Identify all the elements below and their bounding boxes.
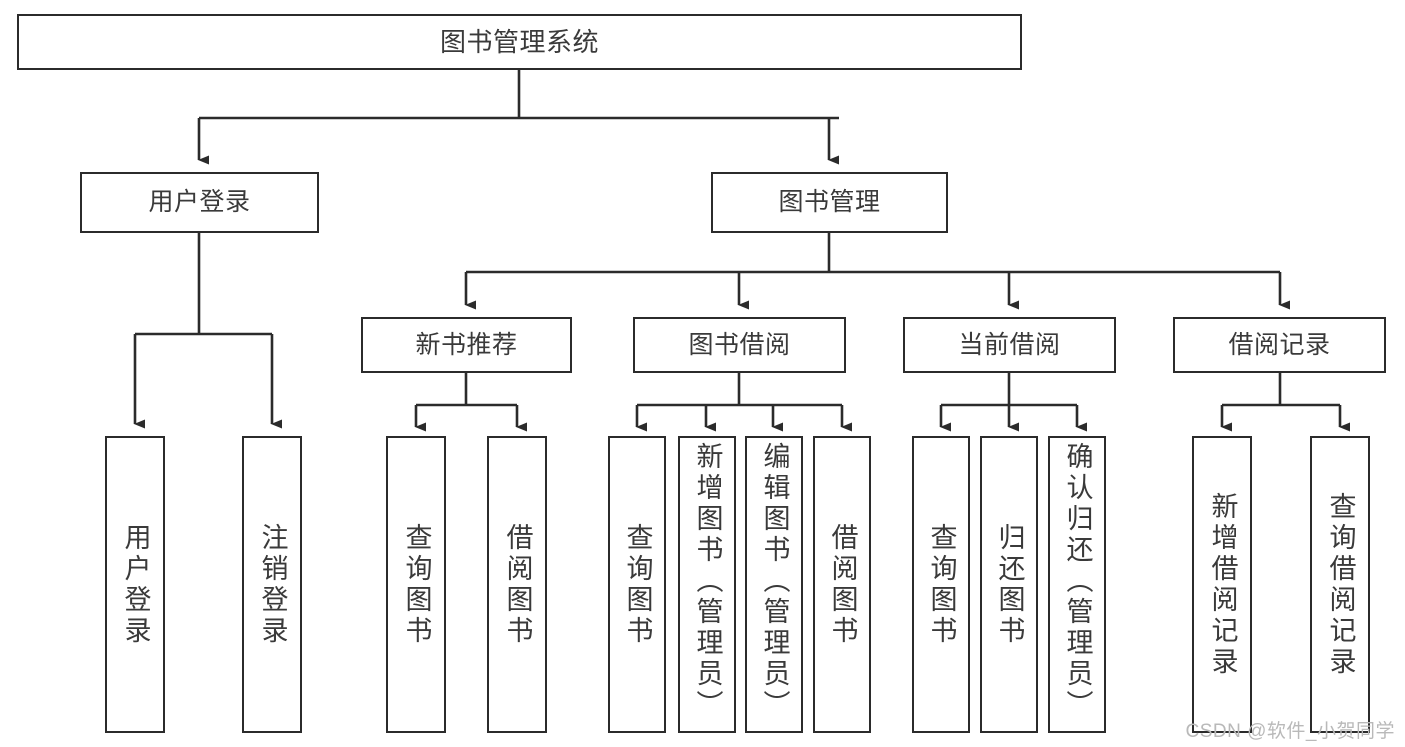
node-leaf-confirm-return-label: 确认归还（管理员） bbox=[1062, 442, 1093, 721]
node-leaf-add-record[interactable]: 新增借阅记录 bbox=[1192, 436, 1252, 733]
node-leaf-edit-book[interactable]: 编辑图书（管理员） bbox=[745, 436, 803, 733]
node-book-borrow-label: 图书借阅 bbox=[688, 330, 791, 359]
node-book-manage-label: 图书管理 bbox=[778, 188, 881, 216]
node-current-borrow-label: 当前借阅 bbox=[958, 330, 1061, 359]
node-book-manage[interactable]: 图书管理 bbox=[711, 172, 948, 233]
node-leaf-edit-book-label: 编辑图书（管理员） bbox=[759, 442, 790, 721]
node-leaf-query-book-3[interactable]: 查询图书 bbox=[912, 436, 970, 733]
node-root-label: 图书管理系统 bbox=[439, 26, 599, 57]
node-leaf-query-book-2-label: 查询图书 bbox=[622, 522, 653, 647]
node-leaf-add-book[interactable]: 新增图书（管理员） bbox=[678, 436, 736, 733]
node-leaf-query-book-2[interactable]: 查询图书 bbox=[608, 436, 666, 733]
node-leaf-borrow-book-1[interactable]: 借阅图书 bbox=[487, 436, 547, 733]
node-leaf-query-book-1-label: 查询图书 bbox=[401, 522, 432, 647]
node-leaf-user-logout[interactable]: 注销登录 bbox=[242, 436, 302, 733]
node-new-book-recommend[interactable]: 新书推荐 bbox=[361, 317, 572, 373]
node-leaf-return-book[interactable]: 归还图书 bbox=[980, 436, 1038, 733]
node-leaf-query-record-label: 查询借阅记录 bbox=[1325, 491, 1356, 678]
node-leaf-return-book-label: 归还图书 bbox=[994, 522, 1025, 647]
node-new-book-recommend-label: 新书推荐 bbox=[415, 330, 518, 359]
node-user-login[interactable]: 用户登录 bbox=[80, 172, 319, 233]
node-borrow-record[interactable]: 借阅记录 bbox=[1173, 317, 1386, 373]
node-leaf-borrow-book-2[interactable]: 借阅图书 bbox=[813, 436, 871, 733]
node-book-borrow[interactable]: 图书借阅 bbox=[633, 317, 846, 373]
node-leaf-user-login[interactable]: 用户登录 bbox=[105, 436, 165, 733]
node-leaf-add-book-label: 新增图书（管理员） bbox=[692, 442, 723, 721]
node-leaf-query-book-1[interactable]: 查询图书 bbox=[386, 436, 446, 733]
watermark-text: CSDN @软件_小贺同学 bbox=[1185, 721, 1395, 742]
node-root[interactable]: 图书管理系统 bbox=[17, 14, 1022, 70]
node-leaf-borrow-book-2-label: 借阅图书 bbox=[827, 522, 858, 647]
node-user-login-label: 用户登录 bbox=[148, 188, 251, 216]
node-borrow-record-label: 借阅记录 bbox=[1228, 330, 1331, 359]
node-leaf-add-record-label: 新增借阅记录 bbox=[1207, 491, 1238, 678]
node-leaf-borrow-book-1-label: 借阅图书 bbox=[502, 522, 533, 647]
node-leaf-query-book-3-label: 查询图书 bbox=[926, 522, 957, 647]
node-leaf-query-record[interactable]: 查询借阅记录 bbox=[1310, 436, 1370, 733]
node-leaf-confirm-return[interactable]: 确认归还（管理员） bbox=[1048, 436, 1106, 733]
node-leaf-user-login-label: 用户登录 bbox=[120, 522, 151, 647]
node-current-borrow[interactable]: 当前借阅 bbox=[903, 317, 1116, 373]
node-leaf-user-logout-label: 注销登录 bbox=[257, 522, 288, 647]
